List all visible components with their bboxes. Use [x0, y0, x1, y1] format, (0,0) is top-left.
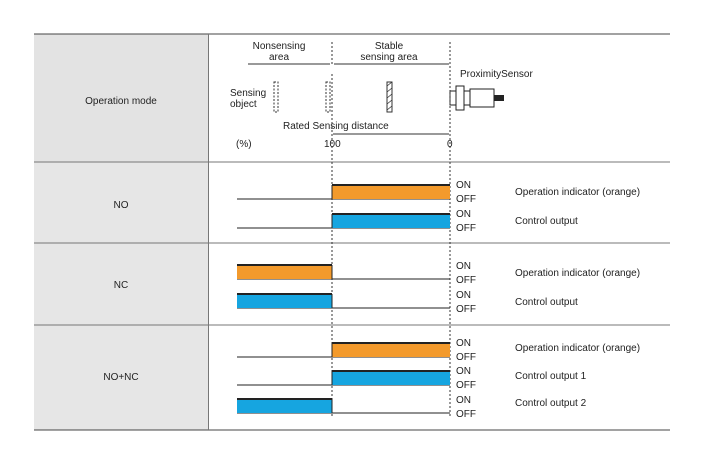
- off-label: OFF: [456, 380, 476, 391]
- signal-label: Control output 2: [515, 398, 587, 409]
- signal-label: Operation indicator (orange): [515, 343, 641, 354]
- rated-distance-label: Rated Sensing distance: [283, 121, 389, 132]
- sensing-object-far-shape: [273, 81, 279, 113]
- proximity-sensor-shape: [449, 85, 504, 111]
- stable-area-label: Stable sensing area: [360, 41, 418, 63]
- sensing-object-edge-shape: [325, 81, 331, 113]
- proximity-sensor-label: ProximitySensor: [460, 69, 533, 80]
- row-mode-label: NO: [113, 200, 129, 211]
- nonsensing-area-label: Nonsensing area: [252, 41, 306, 63]
- on-label: ON: [456, 261, 471, 272]
- tick-0-label: 0: [447, 139, 453, 150]
- off-label: OFF: [456, 304, 476, 315]
- signal-label: Control output: [515, 297, 578, 308]
- mode-column-bg: [34, 162, 209, 430]
- off-label: OFF: [456, 352, 476, 363]
- off-label: OFF: [456, 194, 476, 205]
- signal-on-bar: [332, 214, 450, 228]
- row-mode-label: NO+NC: [103, 372, 139, 383]
- off-label: OFF: [456, 223, 476, 234]
- signal-label: Control output 1: [515, 371, 587, 382]
- signal-label: Operation indicator (orange): [515, 187, 641, 198]
- on-label: ON: [456, 209, 471, 220]
- header-mode-label: Operation mode: [85, 96, 157, 107]
- tick-100-label: 100: [324, 139, 341, 150]
- signal-label: Control output: [515, 216, 578, 227]
- signal-on-bar: [237, 265, 332, 279]
- signal-on-bar: [332, 371, 450, 385]
- on-label: ON: [456, 366, 471, 377]
- signal-on-bar: [237, 294, 332, 308]
- on-label: ON: [456, 290, 471, 301]
- sensing-object-stable-shape: [386, 81, 393, 113]
- sensing-object-label: Sensing object: [230, 88, 267, 110]
- signal-label: Operation indicator (orange): [515, 268, 641, 279]
- signal-timing-group: [237, 184, 450, 414]
- on-label: ON: [456, 338, 471, 349]
- on-label: ON: [456, 395, 471, 406]
- percent-unit-label: (%): [236, 139, 252, 150]
- header-mode-cell-bg: [34, 34, 209, 162]
- off-label: OFF: [456, 409, 476, 420]
- row-mode-label: NC: [113, 280, 129, 291]
- off-label: OFF: [456, 275, 476, 286]
- signal-on-bar: [332, 185, 450, 199]
- sensing-object-hatch: [386, 81, 393, 111]
- signal-on-bar: [332, 343, 450, 357]
- on-label: ON: [456, 180, 471, 191]
- signal-on-bar: [237, 399, 332, 413]
